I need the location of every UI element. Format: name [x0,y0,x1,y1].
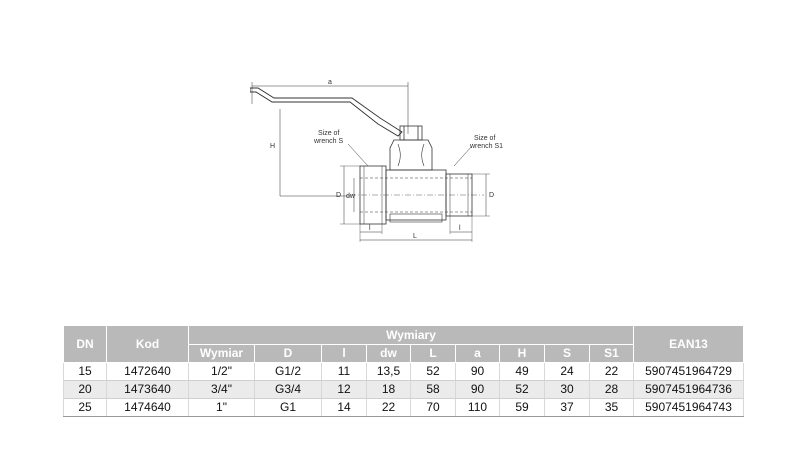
specification-table: DN Kod Wymiary EAN13 Wymiar D l dw L a H… [63,325,744,417]
label-H: H [270,143,275,150]
cell-s: 24 [544,362,590,381]
cell-dw: 13,5 [366,362,411,381]
cell-d: G3/4 [254,380,322,399]
cell-a: 110 [455,398,500,417]
cell-kod: 1473640 [106,380,189,399]
subheader-wymiar: Wymiar [188,344,255,363]
subheader-L: L [410,344,456,363]
label-L: L [413,233,417,240]
cell-a: 90 [455,362,500,381]
subheader-dw: dw [366,344,411,363]
header-dn: DN [63,325,107,363]
label-D-left: D [336,192,341,199]
cell-l: 12 [321,380,367,399]
cell-ean13: 5907451964736 [633,380,744,399]
valve-drawing-svg: a H D dw D l L l Size of wrench S Size o… [250,79,503,242]
cell-dw: 22 [366,398,411,417]
cell-d: G1 [254,398,322,417]
cell-h: 59 [499,398,545,417]
cell-l: 11 [321,362,367,381]
table-row: 15 1472640 1/2" G1/2 11 13,5 52 90 49 24… [63,362,744,381]
cell-kod: 1474640 [106,398,189,417]
cell-ean13: 5907451964743 [633,398,744,417]
table-row: 25 1474640 1" G1 14 22 70 110 59 37 35 5… [63,398,744,417]
cell-s1: 22 [589,362,634,381]
subheader-d: D [254,344,322,363]
header-wymiary: Wymiary [188,325,634,345]
cell-s1: 35 [589,398,634,417]
cell-L: 70 [410,398,456,417]
cell-dw: 18 [366,380,411,399]
header-ean13: EAN13 [633,325,744,363]
cell-d: G1/2 [254,362,322,381]
label-a: a [328,79,332,86]
cell-L: 58 [410,380,456,399]
cell-wymiar: 1" [188,398,255,417]
cell-wymiar: 1/2" [188,362,255,381]
subheader-l: l [321,344,367,363]
cell-wymiar: 3/4" [188,380,255,399]
cell-s: 30 [544,380,590,399]
cell-ean13: 5907451964729 [633,362,744,381]
subheader-s1: S1 [589,344,634,363]
cell-l: 14 [321,398,367,417]
label-l-left: l [369,225,371,232]
label-D-right: D [489,192,494,199]
leader-wrench-S1 [453,145,473,167]
label-dw: dw [346,193,356,200]
valve-handle [250,87,403,137]
cell-dn: 15 [63,362,107,381]
subheader-s: S [544,344,590,363]
label-wrench-S1-line2: wrench S1 [469,143,503,150]
header-kod: Kod [106,325,189,363]
leader-wrench-S [347,143,369,167]
ball-valve-technical-drawing: a H D dw D l L l Size of wrench S Size o… [250,74,550,249]
cell-a: 90 [455,380,500,399]
label-wrench-S1-line1: Size of [474,135,495,142]
cell-L: 52 [410,362,456,381]
cell-dn: 25 [63,398,107,417]
table-row: 20 1473640 3/4" G3/4 12 18 58 90 52 30 2… [63,380,744,399]
cell-s: 37 [544,398,590,417]
valve-stem-nut [399,125,423,141]
valve-stem-housing [389,139,433,171]
cell-s1: 28 [589,380,634,399]
cell-h: 52 [499,380,545,399]
cell-dn: 20 [63,380,107,399]
subheader-a: a [455,344,500,363]
cell-kod: 1472640 [106,362,189,381]
subheader-h: H [499,344,545,363]
cell-h: 49 [499,362,545,381]
label-wrench-S-line2: wrench S [313,138,344,145]
label-l-right: l [459,225,461,232]
label-wrench-S-line1: Size of [318,130,339,137]
